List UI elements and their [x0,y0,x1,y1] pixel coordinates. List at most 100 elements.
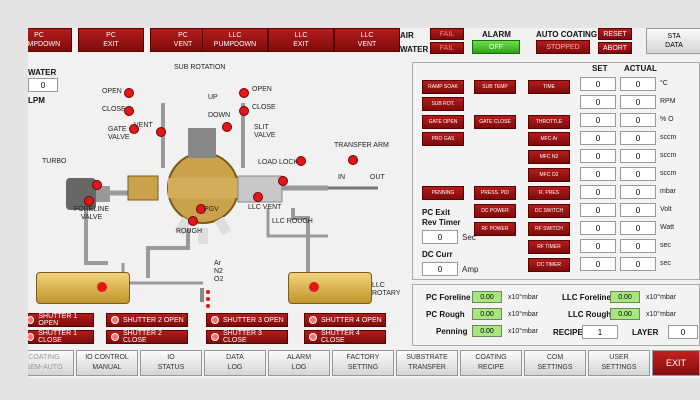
dc-switch-button[interactable]: DC SWITCH [528,204,570,218]
slit-valve-label: SLIT VALVE [254,124,276,139]
nav-substrate-transfer[interactable]: SUBSTRATE TRANSFER [396,350,458,376]
nav-com-settings[interactable]: COM SETTINGS [524,350,586,376]
nav-alarm-log[interactable]: ALARM LOG [268,350,330,376]
vent-valve-icon[interactable] [156,127,166,137]
close-valve-left-icon[interactable] [124,106,134,116]
set-value-field[interactable]: 0 [580,149,616,163]
set-value-field[interactable]: 0 [580,239,616,253]
close-valve-right-icon[interactable] [239,106,249,116]
auto-coating-label: AUTO COATING [536,30,598,39]
rf-switch-button[interactable]: RF SWITCH [528,222,570,236]
open-valve-right-icon[interactable] [239,88,249,98]
mfc-ar-button[interactable]: MFC Ar [528,132,570,146]
llc-pumpdown-button[interactable]: LLC PUMPDOWN [202,28,268,52]
llc-rough-gauge: 0.00 [610,308,640,320]
mfc-n2-button[interactable]: MFC N2 [528,150,570,164]
ramp-soak-button[interactable]: RAMP SOAK [422,80,464,94]
gate-valve-icon[interactable] [129,124,139,134]
dc-curr-label: DC Curr [422,250,453,259]
load-lock-valve-icon[interactable] [296,156,306,166]
shutter-4-close-button[interactable]: SHUTTER 4 CLOSE [304,330,386,344]
set-value-field[interactable]: 0 [580,131,616,145]
shutter-4-open-button[interactable]: SHUTTER 4 OPEN [304,313,386,327]
gate-close-button[interactable]: GATE CLOSE [474,115,516,129]
shutter-1-close-button[interactable]: SHUTTER 1 CLOSE [28,330,94,344]
dc-power-button[interactable]: DC POWER [474,204,516,218]
shutter-3-open-button[interactable]: SHUTTER 3 OPEN [206,313,288,327]
pc-exit-button[interactable]: PC EXIT [78,28,144,52]
down-label: DOWN [208,112,231,119]
actual-value-display: 0 [620,113,656,127]
open-valve-left-icon[interactable] [124,88,134,98]
nav-io-control-manual[interactable]: IO CONTROL MANUAL [76,350,138,376]
set-value-field[interactable]: 0 [580,257,616,271]
air-status: FAIL [430,28,464,40]
sub-temp-button[interactable]: SUB TEMP [474,80,516,94]
set-value-field[interactable]: 0 [580,203,616,217]
sub-rot-button[interactable]: SUB ROT. [422,97,464,111]
pro-gas-button[interactable]: PRO GAS [422,132,464,146]
unit-label: sec [660,242,671,249]
set-value-field[interactable]: 0 [580,77,616,91]
pump-indicator-icon [97,282,107,292]
reset-button[interactable]: RESET [598,28,632,40]
recipe-field[interactable]: 1 [582,325,618,339]
actual-value-display: 0 [620,95,656,109]
pc-rough-label: PC Rough [426,310,465,319]
sub-rotation-label: SUB ROTATION [174,64,226,71]
pc-exit-rev-timer-field[interactable]: 0 [422,230,458,244]
llc-exit-button[interactable]: LLC EXIT [268,28,334,52]
r-pres-button[interactable]: R. PRES [528,186,570,200]
set-value-field[interactable]: 0 [580,95,616,109]
llc-foreline-gauge: 0.00 [610,291,640,303]
dc-timer-button[interactable]: DC TIMER [528,258,570,272]
n2-label: N2 [214,268,223,275]
slit-valve-icon[interactable] [222,122,232,132]
llc-vent-valve-icon[interactable] [253,192,263,202]
time-button[interactable]: TIME [528,80,570,94]
bottom-nav: COATING SEM-AUTO IO CONTROL MANUAL IO ST… [28,350,700,378]
turbo-label: TURBO [42,158,67,165]
auto-coating-status: STOPPED [536,40,590,54]
llc-vent-label: LLC VENT [248,204,282,211]
water-label: WATER [28,68,57,77]
nav-data-log[interactable]: DATA LOG [204,350,266,376]
gate-open-button[interactable]: GATE OPEN [422,115,464,129]
llc-vent-button[interactable]: LLC VENT [334,28,400,52]
set-value-field[interactable]: 0 [580,221,616,235]
rf-power-button[interactable]: RF POWER [474,222,516,236]
layer-field[interactable]: 0 [668,325,698,339]
press-pid-button[interactable]: PRESS. PID [474,186,516,200]
shutter-2-open-button[interactable]: SHUTTER 2 OPEN [106,313,188,327]
rf-timer-button[interactable]: RF TIMER [528,240,570,254]
foreline-valve-icon[interactable] [84,196,94,206]
set-value-field[interactable]: 0 [580,185,616,199]
nav-exit-button[interactable]: EXIT [652,350,700,376]
llc-rough-valve-icon[interactable] [278,176,288,186]
pc-pumpdown-button[interactable]: PC PUMPDOWN [28,28,72,52]
start-data-button[interactable]: STA DATA [646,28,700,54]
mfc-o2-button[interactable]: MFC O2 [528,168,570,182]
actual-header: ACTUAL [624,64,657,73]
pc-exit-rev-timer-label: PC Exit Rev Timer [422,208,461,227]
rough-valve-icon[interactable] [188,216,198,226]
set-value-field[interactable]: 0 [580,113,616,127]
set-value-field[interactable]: 0 [580,167,616,181]
abort-button[interactable]: ABORT [598,42,632,54]
o2-label: O2 [214,276,224,283]
pgv-valve-icon[interactable] [196,204,206,214]
pc-exit-unit: Sec [462,233,476,242]
penning-button[interactable]: PENNING [422,186,464,200]
shutter-3-close-button[interactable]: SHUTTER 3 CLOSE [206,330,288,344]
shutter-2-close-button[interactable]: SHUTTER 2 CLOSE [106,330,188,344]
dc-curr-display: 0 [422,262,458,276]
nav-coating-recipe[interactable]: COATING RECIPE [460,350,522,376]
nav-factory-setting[interactable]: FACTORY SETTING [332,350,394,376]
nav-user-settings[interactable]: USER SETTINGS [588,350,650,376]
unit-label: °C [660,80,668,87]
transfer-arm-icon[interactable] [348,155,358,165]
throttle-button[interactable]: THROTTLE [528,115,570,129]
shutter-1-open-button[interactable]: SHUTTER 1 OPEN [28,313,94,327]
nav-io-status[interactable]: IO STATUS [140,350,202,376]
nav-coating-sem-auto[interactable]: COATING SEM-AUTO [28,350,74,376]
